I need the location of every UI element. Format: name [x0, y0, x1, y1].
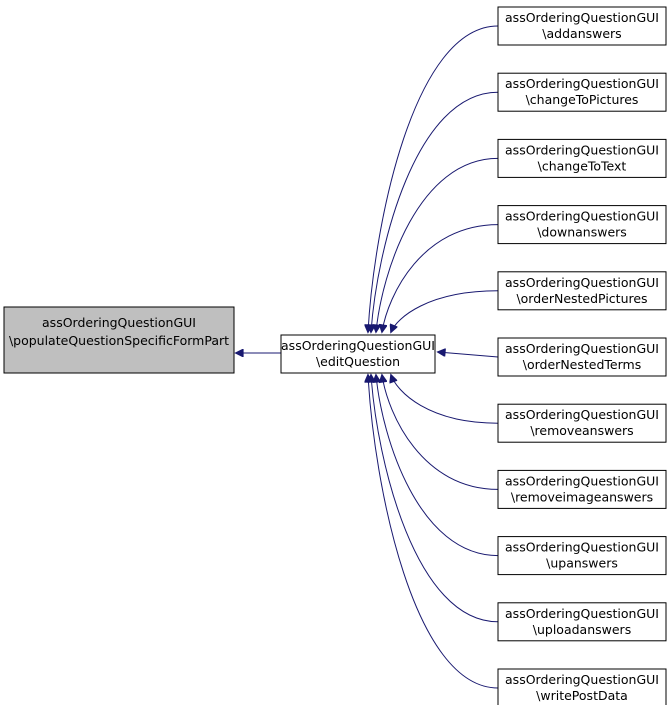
node-label-line1: assOrderingQuestionGUI	[281, 338, 435, 353]
node-box	[497, 469, 667, 509]
node-box	[497, 271, 667, 311]
edge-caller-to-edit-question	[391, 290, 499, 332]
edge-caller-to-edit-question	[371, 91, 499, 332]
node-caller-order-nested-terms[interactable]: assOrderingQuestionGUI\orderNestedTerms	[497, 337, 667, 377]
node-box	[280, 334, 436, 374]
node-caller-removeimageanswers[interactable]: assOrderingQuestionGUI\removeimageanswer…	[497, 469, 667, 509]
node-box	[497, 602, 667, 642]
caller-nodes: assOrderingQuestionGUI\addanswersassOrde…	[497, 6, 667, 705]
node-label-line2: \removeanswers	[530, 423, 633, 438]
node-caller-uploadanswers[interactable]: assOrderingQuestionGUI\uploadanswers	[497, 602, 667, 642]
node-box	[497, 72, 667, 112]
node-label-line1: assOrderingQuestionGUI	[505, 407, 659, 422]
node-caller-addanswers[interactable]: assOrderingQuestionGUI\addanswers	[497, 6, 667, 46]
node-label-line2: \upanswers	[546, 556, 618, 571]
node-box	[497, 668, 667, 705]
node-label-line1: assOrderingQuestionGUI	[505, 142, 659, 157]
node-label-line2: \downanswers	[537, 225, 627, 240]
node-box	[497, 403, 667, 443]
node-label-line2: \populateQuestionSpecificFormPart	[9, 333, 229, 348]
node-label-line2: \editQuestion	[316, 354, 400, 369]
node-label-line1: assOrderingQuestionGUI	[505, 540, 659, 555]
node-label-line2: \orderNestedPictures	[516, 291, 647, 306]
node-label-line1: assOrderingQuestionGUI	[505, 275, 659, 290]
node-label-line1: assOrderingQuestionGUI	[505, 10, 659, 25]
node-label-line1: assOrderingQuestionGUI	[505, 341, 659, 356]
node-label-line2: \addanswers	[542, 26, 621, 41]
node-populate-question-specific-form-part[interactable]: assOrderingQuestionGUI \populateQuestion…	[3, 306, 235, 374]
node-label-line1: assOrderingQuestionGUI	[505, 606, 659, 621]
node-caller-upanswers[interactable]: assOrderingQuestionGUI\upanswers	[497, 536, 667, 576]
node-caller-order-nested-pictures[interactable]: assOrderingQuestionGUI\orderNestedPictur…	[497, 271, 667, 311]
node-label-line2: \uploadanswers	[533, 622, 631, 637]
node-caller-removeanswers[interactable]: assOrderingQuestionGUI\removeanswers	[497, 403, 667, 443]
node-label-line1: assOrderingQuestionGUI	[505, 209, 659, 224]
edge-caller-to-edit-question	[376, 157, 499, 332]
edge-caller-to-edit-question	[371, 375, 499, 623]
node-box	[497, 6, 667, 46]
node-caller-write-post-data[interactable]: assOrderingQuestionGUI\writePostData	[497, 668, 667, 705]
edge-caller-to-edit-question	[368, 375, 499, 689]
node-edit-question[interactable]: assOrderingQuestionGUI \editQuestion	[280, 334, 436, 374]
node-label-line1: assOrderingQuestionGUI	[505, 76, 659, 91]
node-caller-downanswers[interactable]: assOrderingQuestionGUI\downanswers	[497, 205, 667, 245]
node-label-line2: \changeToText	[538, 158, 627, 173]
edge-caller-to-edit-question	[368, 25, 499, 332]
edges-layer	[236, 25, 499, 689]
node-label-line2: \writePostData	[536, 688, 628, 703]
edge-caller-to-edit-question	[391, 375, 499, 424]
node-label-line1: assOrderingQuestionGUI	[505, 672, 659, 687]
node-label-line2: \removeimageanswers	[511, 489, 653, 504]
node-label-line1: assOrderingQuestionGUI	[505, 473, 659, 488]
node-caller-change-to-pictures[interactable]: assOrderingQuestionGUI\changeToPictures	[497, 72, 667, 112]
node-box	[497, 536, 667, 576]
edge-caller-to-edit-question	[376, 375, 499, 557]
node-label-line2: \orderNestedTerms	[523, 357, 641, 372]
edge-caller-to-edit-question	[382, 375, 499, 490]
node-box	[497, 337, 667, 377]
node-label-line1: assOrderingQuestionGUI	[42, 315, 196, 330]
node-box	[497, 138, 667, 178]
node-box	[497, 205, 667, 245]
edge-caller-to-edit-question	[382, 224, 499, 332]
node-box	[3, 306, 235, 374]
edge-caller-to-edit-question	[438, 352, 499, 358]
node-caller-change-to-text[interactable]: assOrderingQuestionGUI\changeToText	[497, 138, 667, 178]
node-label-line2: \changeToPictures	[526, 92, 639, 107]
